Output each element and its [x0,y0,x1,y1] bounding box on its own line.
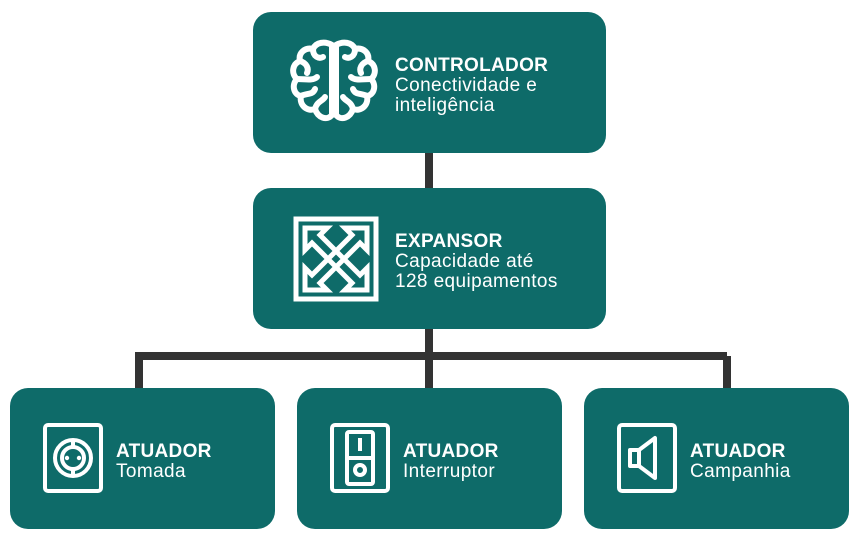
actuator-speaker-title: ATUADOR [690,441,786,462]
actuator-outlet-box: ATUADOR Tomada [10,388,275,529]
actuator-switch-box: ATUADOR Interruptor [297,388,562,529]
actuator-speaker-subtitle: Campanhia [690,460,791,482]
expander-box: EXPANSOR Capacidade até 128 equipamentos [253,188,606,329]
expand-arrows-icon [293,216,379,302]
actuator-switch-title: ATUADOR [403,441,499,462]
actuator-speaker-text: ATUADOR Campanhia [690,442,791,482]
controller-line2: inteligência [395,94,495,116]
controller-title: CONTROLADOR [395,55,549,76]
actuator-outlet-subtitle: Tomada [116,460,186,482]
actuator-switch-text: ATUADOR Interruptor [403,442,499,482]
actuator-switch-subtitle: Interruptor [403,460,496,482]
expander-text: EXPANSOR Capacidade até 128 equipamentos [395,232,558,292]
actuator-speaker-box: ATUADOR Campanhia [584,388,849,529]
actuator-outlet-title: ATUADOR [116,441,212,462]
expander-title: EXPANSOR [395,231,503,252]
actuator-outlet-text: ATUADOR Tomada [116,442,212,482]
controller-box: CONTROLADOR Conectividade e inteligência [253,12,606,153]
controller-text: CONTROLADOR Conectividade e inteligência [395,56,548,116]
brain-icon [289,39,379,127]
expander-line2: 128 equipamentos [395,270,558,292]
light-switch-icon [330,423,390,493]
expander-line1: Capacidade até [395,250,534,272]
controller-line1: Conectividade e [395,74,538,96]
speaker-icon [617,423,677,493]
power-outlet-icon [43,423,103,493]
